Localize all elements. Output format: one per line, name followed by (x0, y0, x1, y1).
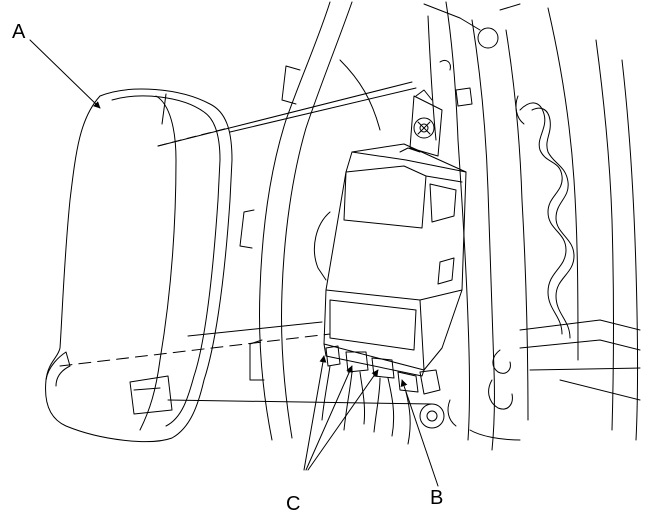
connectors-c (321, 345, 395, 437)
connector-b (397, 369, 441, 445)
mounting-bracket (409, 89, 443, 157)
callout-label-a: A (12, 21, 26, 43)
assembly-lines (59, 81, 433, 405)
body-pillar-panel (239, 1, 641, 451)
leader-lines (29, 39, 439, 487)
callout-label-c: C (286, 493, 301, 515)
control-unit (313, 143, 467, 377)
cover-panel-a (45, 88, 233, 443)
callout-label-b: B (430, 487, 444, 509)
